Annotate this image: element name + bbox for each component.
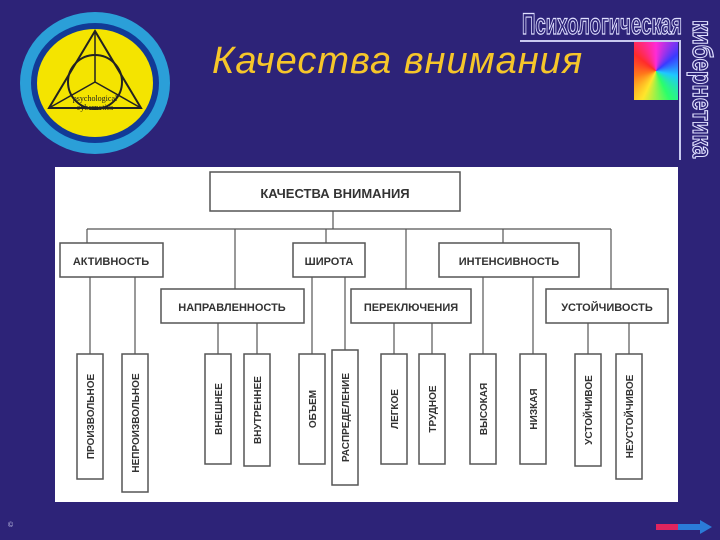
leaf-label-easy: ЛЕГКОЕ bbox=[390, 389, 401, 429]
leaf-box-low bbox=[519, 353, 547, 465]
leaf-box-voluntary bbox=[76, 353, 104, 480]
brand-divider-vertical bbox=[679, 40, 681, 160]
brand-top-text: Психологическая bbox=[521, 7, 682, 41]
root-box bbox=[209, 171, 461, 212]
node-box-breadth bbox=[292, 242, 366, 278]
node-box-direction bbox=[160, 288, 305, 324]
leaf-label-difficult: ТРУДНОЕ bbox=[428, 385, 439, 432]
leaf-box-external bbox=[204, 353, 232, 465]
attention-qualities-diagram: КАЧЕСТВА ВНИМАНИЯ АКТИВНОСТЬ ШИРОТА ИНТЕ… bbox=[55, 167, 678, 502]
leaf-box-volume bbox=[298, 353, 326, 465]
node-label-activity: АКТИВНОСТЬ bbox=[73, 256, 149, 268]
node-box-switching bbox=[350, 288, 472, 324]
leaf-label-volume: ОБЪЕМ bbox=[308, 390, 319, 428]
svg-text:кибернетика: кибернетика bbox=[687, 20, 718, 158]
leaf-box-difficult bbox=[418, 353, 446, 465]
color-spectrum-swatch bbox=[634, 42, 678, 100]
leaf-box-stable bbox=[574, 353, 602, 467]
page-title: Качества внимания bbox=[212, 40, 584, 82]
node-label-switching: ПЕРЕКЛЮЧЕНИЯ bbox=[364, 302, 458, 314]
leaf-label-voluntary: ПРОИЗВОЛЬНОЕ bbox=[86, 374, 97, 460]
node-label-breadth: ШИРОТА bbox=[305, 256, 354, 268]
root-label: КАЧЕСТВА ВНИМАНИЯ bbox=[260, 186, 409, 201]
leaf-label-unstable: НЕУСТОЙЧИВОЕ bbox=[623, 374, 636, 458]
logo-text-line1: psychological bbox=[73, 94, 118, 103]
leaf-label-high: ВЫСОКАЯ bbox=[479, 383, 490, 435]
svg-text:Психологическая: Психологическая bbox=[522, 8, 682, 41]
node-box-activity bbox=[59, 242, 164, 278]
node-label-stability: УСТОЙЧИВОСТЬ bbox=[561, 301, 653, 314]
leaf-box-internal bbox=[243, 353, 271, 467]
logo-text-line2: cybernetics bbox=[77, 103, 113, 112]
node-box-stability bbox=[545, 288, 669, 324]
psychological-cybernetics-logo: psychological cybernetics bbox=[20, 12, 170, 154]
next-slide-arrow-icon[interactable] bbox=[654, 520, 712, 534]
leaf-box-involuntary bbox=[121, 353, 149, 493]
leaf-label-stable: УСТОЙЧИВОЕ bbox=[582, 375, 595, 445]
leaf-label-involuntary: НЕПРОИЗВОЛЬНОЕ bbox=[131, 373, 142, 473]
footer-copyright: © bbox=[8, 522, 14, 529]
leaf-label-low: НИЗКАЯ bbox=[529, 388, 540, 429]
node-label-direction: НАПРАВЛЕННОСТЬ bbox=[178, 302, 286, 314]
leaf-label-distribution: РАСПРЕДЕЛЕНИЕ bbox=[341, 373, 352, 462]
leaf-label-external: ВНЕШНЕЕ bbox=[214, 383, 225, 435]
brand-divider-horizontal bbox=[520, 40, 680, 42]
brand-side-text: кибернетика bbox=[686, 19, 718, 159]
leaf-box-high bbox=[469, 353, 497, 465]
leaf-label-internal: ВНУТРЕННЕЕ bbox=[253, 376, 264, 444]
leaf-box-distribution bbox=[331, 349, 359, 486]
node-box-intensity bbox=[438, 242, 580, 278]
node-label-intensity: ИНТЕНСИВНОСТЬ bbox=[459, 256, 560, 268]
leaf-box-unstable bbox=[615, 353, 643, 480]
leaf-box-easy bbox=[380, 353, 408, 465]
